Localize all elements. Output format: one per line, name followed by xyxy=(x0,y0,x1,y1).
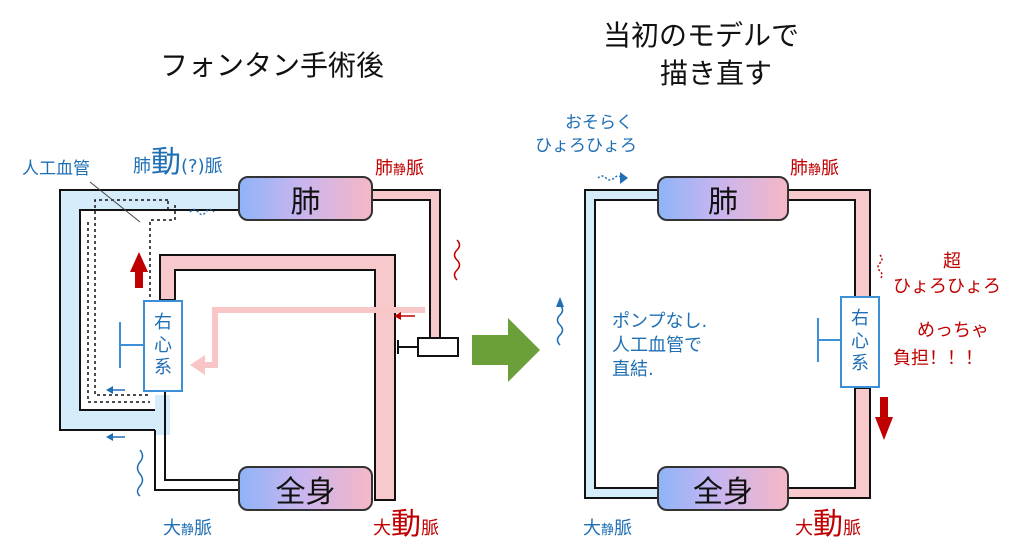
left-heart-char-3: 系 xyxy=(154,357,172,379)
transition-arrow xyxy=(472,318,540,382)
right-heart-box: 右 心 系 xyxy=(840,296,880,388)
rao-post: 脈 xyxy=(843,518,861,539)
ao-big: 動 xyxy=(391,507,421,542)
rpv-post: 脈 xyxy=(821,158,840,179)
ao-post: 脈 xyxy=(421,518,439,539)
right-body-box: 全身 xyxy=(657,466,789,511)
ao-pre: 大 xyxy=(373,518,391,539)
pa-big: 動 xyxy=(151,145,181,180)
left-up-arrow xyxy=(135,270,143,288)
left-artificial-vessel-label: 人工血管 xyxy=(22,159,90,179)
pv-post: 脈 xyxy=(406,158,425,179)
right-pump-note-2: 人工血管で xyxy=(612,335,702,356)
left-heart-char-1: 右 xyxy=(154,312,172,334)
left-lung-box: 肺 xyxy=(238,176,373,221)
right-aorta xyxy=(784,387,871,499)
rao-pre: 大 xyxy=(795,518,813,539)
left-title: フォンタン手術後 xyxy=(160,49,385,82)
right-pump-note-1: ポンプなし. xyxy=(612,311,708,332)
left-wavy-pulmonary xyxy=(189,208,215,216)
right-burden-note-2: 負担！！！ xyxy=(893,348,983,369)
rvc-small: 静 xyxy=(601,523,615,538)
rao-big: 動 xyxy=(813,507,843,542)
left-body-box: 全身 xyxy=(238,466,373,511)
right-pulmonary-vein xyxy=(784,189,871,301)
right-note-line1: おそらく xyxy=(565,113,633,133)
right-heart-char-3: 系 xyxy=(851,353,869,375)
rvc-pre: 大 xyxy=(583,518,601,539)
right-body-label: 全身 xyxy=(693,474,753,510)
right-heart-char-1: 右 xyxy=(851,308,869,330)
right-wavy-vena xyxy=(556,304,564,346)
left-lung-label: 肺 xyxy=(290,184,321,220)
vc-small: 静 xyxy=(181,523,195,538)
left-wavy-vena xyxy=(136,449,144,497)
rvc-post: 脈 xyxy=(614,518,633,539)
left-artificial-vessel-dashed xyxy=(94,199,168,396)
right-heart-char-2: 心 xyxy=(851,330,869,352)
right-wavy-pulmonary xyxy=(597,175,623,181)
pa-post: (?)脈 xyxy=(181,156,223,177)
right-super-note-1: 超 xyxy=(943,251,961,272)
rpv-pre: 肺 xyxy=(790,158,808,179)
pv-small: 静 xyxy=(393,163,407,178)
right-title-line1: 当初のモデルで xyxy=(603,19,800,52)
right-super-note-2: ひょろひょろ xyxy=(893,276,1001,297)
left-heart-char-2: 心 xyxy=(154,334,172,356)
left-pulmonary-artery-label: 肺動(?)脈 xyxy=(133,148,223,178)
left-pulmonary-vein-label: 肺静脈 xyxy=(375,160,424,178)
right-lung-label: 肺 xyxy=(708,184,738,220)
right-pulmonary-vein-label: 肺静脈 xyxy=(790,160,839,178)
left-blue-lower-link xyxy=(155,395,170,435)
left-body-label: 全身 xyxy=(275,474,336,510)
right-note-line2: ひょろひょろ xyxy=(535,136,637,156)
left-heart-box: 右 心 系 xyxy=(143,300,183,392)
right-pump-note-3: 直結. xyxy=(612,359,654,380)
left-valve-device xyxy=(417,337,459,357)
left-aorta-loop xyxy=(159,254,396,501)
rpv-small: 静 xyxy=(808,163,822,178)
left-aorta-label: 大動脈 xyxy=(373,510,439,540)
right-burden-note-1: めっちゃ xyxy=(917,320,989,341)
pa-pre: 肺 xyxy=(133,156,151,177)
left-vena-cava-label: 大静脈 xyxy=(163,520,212,538)
right-vena-cava-label: 大静脈 xyxy=(583,520,632,538)
vc-pre: 大 xyxy=(163,518,181,539)
right-title-line2: 描き直す xyxy=(660,57,773,90)
right-aorta-label: 大動脈 xyxy=(795,510,861,540)
right-lung-box: 肺 xyxy=(657,176,789,221)
left-bypass-arrow xyxy=(200,307,425,368)
pv-pre: 肺 xyxy=(375,158,393,179)
right-down-arrow xyxy=(880,397,888,419)
vc-post: 脈 xyxy=(194,518,213,539)
left-vessel-heart-to-body xyxy=(164,390,240,481)
